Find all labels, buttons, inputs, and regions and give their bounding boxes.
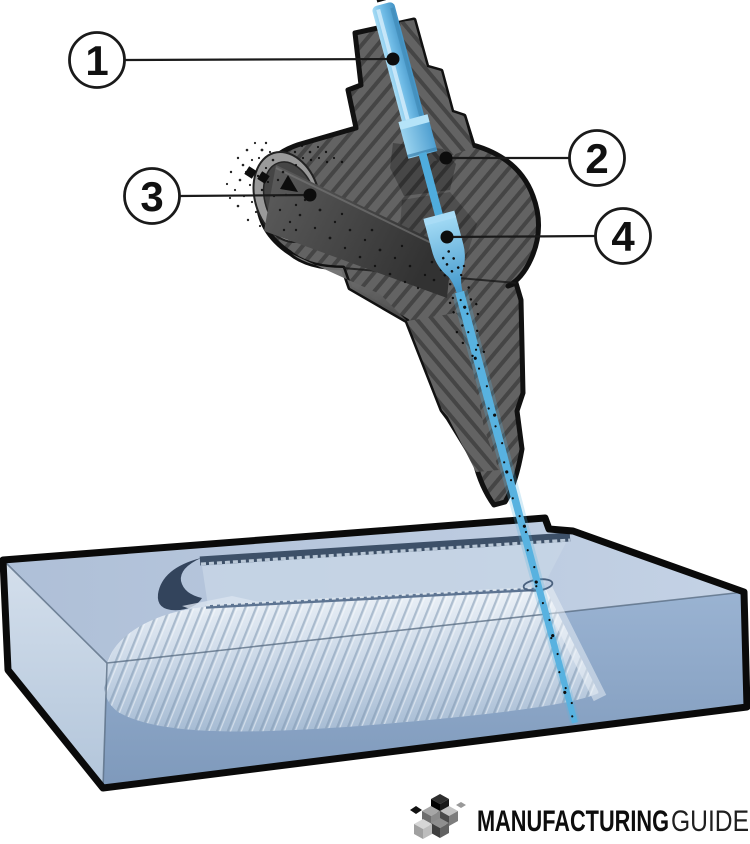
- collar-edge: [407, 147, 438, 158]
- workpiece-left-face: [3, 560, 107, 788]
- callout-2: 2: [439, 129, 626, 187]
- workpiece-block: [0, 514, 750, 792]
- callout-3-dot: [303, 188, 317, 202]
- abrasive-particle-cloud: [225, 141, 344, 228]
- water-jet-assembly: [372, 0, 580, 725]
- callout-3: 3: [123, 167, 317, 225]
- body-hatch-zone-column-left: [407, 312, 499, 472]
- logo-word-bold: MANUFACTURING: [477, 805, 669, 838]
- callout-4-number: 4: [611, 213, 635, 260]
- body-smooth-underside: [292, 254, 407, 321]
- channel-highlight: [275, 167, 451, 253]
- manufacturingguide-logo: MANUFACTURING GUIDE: [410, 794, 749, 839]
- jet-glow-band: [539, 586, 607, 702]
- tube-shade: [390, 7, 425, 125]
- tube-highlight: [376, 8, 412, 128]
- callout-2-dot: [439, 151, 453, 165]
- callout-3-number: 3: [140, 173, 163, 220]
- water-jet-upper: [418, 151, 445, 222]
- callout-3-leader: [178, 193, 311, 198]
- workpiece-outline: [0, 514, 750, 792]
- cut-back-groove: [199, 532, 571, 566]
- cut-left-end-crescent: [157, 558, 202, 611]
- callout-1-leader: [123, 57, 394, 62]
- cut-near-groove: [205, 586, 543, 609]
- callout-4-dot: [440, 230, 454, 244]
- callout-4-bubble: [594, 207, 652, 265]
- cut-pocket-floor: [202, 539, 568, 606]
- workpiece-edges: [2, 559, 745, 789]
- callout-1-bubble: [68, 31, 126, 89]
- callout-2-number: 2: [585, 135, 608, 182]
- high-pressure-water-tube: [372, 2, 580, 725]
- logo-cubes-icon: [410, 794, 466, 839]
- collar-band: [398, 114, 430, 130]
- callout-1: 1: [68, 31, 400, 89]
- abrasive-flow-arrow: [244, 166, 298, 192]
- callout-3-bubble: [123, 167, 181, 225]
- callout-4-leader: [446, 234, 596, 239]
- body-hatch-zone-upper-right: [400, 20, 473, 162]
- abrasive-water-jet: [455, 290, 578, 724]
- callout-1-dot: [386, 52, 400, 66]
- callout-2-bubble: [568, 129, 626, 187]
- logo-word-light: GUIDE: [671, 805, 749, 838]
- cup-rim: [423, 210, 457, 226]
- jet-abrasive-particles: [441, 250, 574, 718]
- cut-striations: [103, 588, 600, 732]
- callout-1-number: 1: [85, 37, 108, 84]
- mixing-cup: [423, 212, 465, 293]
- callout-4: 4: [440, 207, 652, 265]
